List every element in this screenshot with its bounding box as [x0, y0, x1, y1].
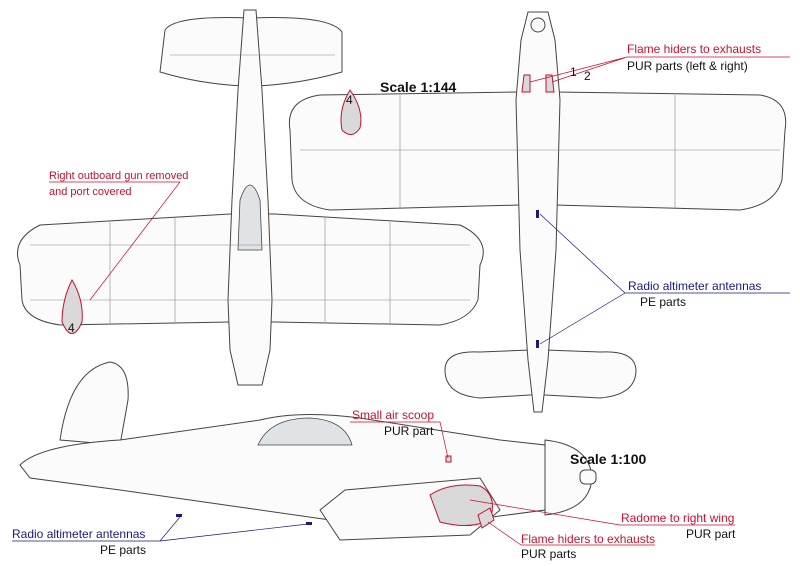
top-view-aircraft: 4 — [17, 9, 484, 386]
flame-hider-part-1 — [521, 74, 531, 93]
radio-altimeter-right-sublabel: PE parts — [640, 295, 686, 309]
radio-altimeter-right-label: Radio altimeter antennas — [628, 279, 761, 293]
radome-part — [429, 484, 493, 526]
flame-hider-part-2 — [545, 74, 555, 93]
side-view-canopy — [257, 417, 353, 446]
gun-removed-label-2: and port covered — [49, 186, 132, 198]
flame-hider-side-part — [477, 507, 495, 529]
flame-hiders-top-sublabel: PUR parts (left & right) — [627, 59, 748, 73]
side-view-fin — [59, 361, 129, 446]
radome-label: Radome to right wing — [621, 511, 734, 525]
flame-hiders-side-label: Flame hiders to exhausts — [521, 532, 655, 546]
air-scoop-sublabel: PUR part — [384, 424, 434, 438]
radome-sublabel: PUR part — [686, 527, 736, 541]
bottom-view-aircraft: 4 — [288, 11, 787, 413]
radio-altimeter-antenna-2 — [536, 340, 539, 348]
part-4-outboard-gun-cover — [61, 278, 83, 334]
top-view-canopy — [237, 184, 263, 251]
radio-altimeter-left-label: Radio altimeter antennas — [12, 527, 145, 541]
flame-hiders-top-label: Flame hiders to exhausts — [627, 42, 761, 56]
radio-altimeter-left-sublabel: PE parts — [100, 543, 146, 557]
radio-altimeter-antenna-side-2 — [306, 522, 312, 525]
callout-4-left: 4 — [68, 321, 75, 335]
callout-4-right: 4 — [346, 93, 353, 107]
air-scoop-label: Small air scoop — [352, 408, 434, 422]
callout-1: 1 — [570, 65, 577, 79]
radio-altimeter-antenna-1 — [536, 210, 539, 218]
gun-removed-label: Right outboard gun removed — [49, 170, 188, 182]
scale-side-label: Scale 1:100 — [570, 451, 646, 467]
part-4-bottom-view — [340, 89, 362, 135]
scale-top-label: Scale 1:144 — [380, 79, 456, 95]
side-view-aircraft — [19, 361, 597, 541]
radio-altimeter-antenna-side-1 — [176, 514, 182, 517]
small-air-scoop-part — [445, 455, 452, 463]
callout-2: 2 — [584, 69, 591, 83]
flame-hiders-side-sublabel: PUR parts — [521, 547, 576, 561]
